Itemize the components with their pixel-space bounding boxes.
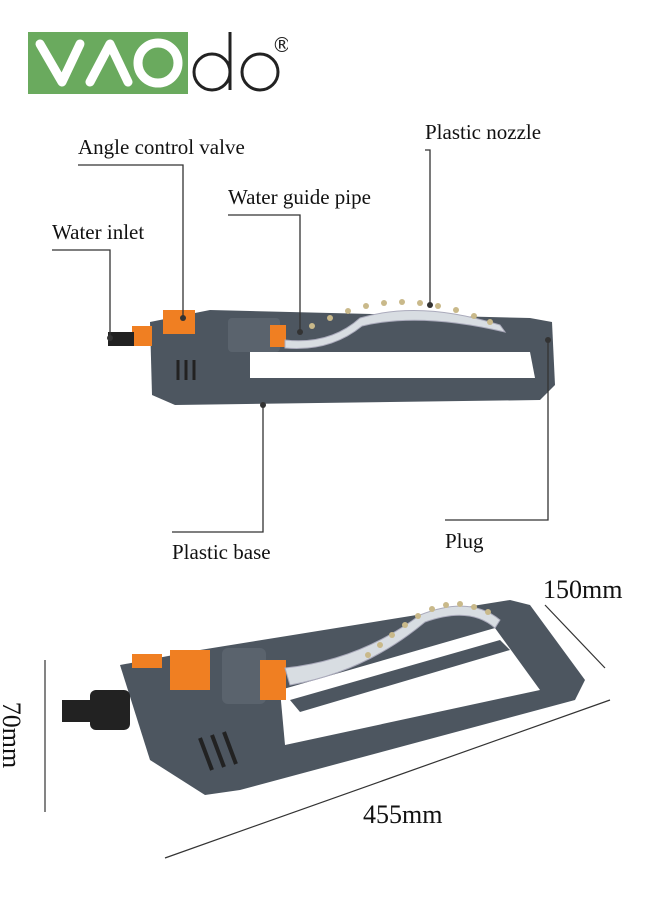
svg-text:®: ® [272,33,288,57]
dimension-width: 150mm [543,575,623,604]
dimension-lines [44,604,611,859]
label-plastic-base: Plastic base [172,540,271,564]
label-plug: Plug [445,529,484,553]
label-water-inlet: Water inlet [52,220,145,244]
sprinkler-perspective-view [62,600,585,795]
label-water-guide-pipe: Water guide pipe [228,185,371,209]
label-angle-control-valve: Angle control valve [78,135,245,159]
leader-lines [52,149,549,533]
vaodo-logo: ® [28,32,288,94]
dimension-length: 455mm [363,800,443,829]
label-plastic-nozzle: Plastic nozzle [425,120,542,144]
dimension-height: 70mm [0,701,27,769]
sprinkler-top-view [108,299,555,405]
